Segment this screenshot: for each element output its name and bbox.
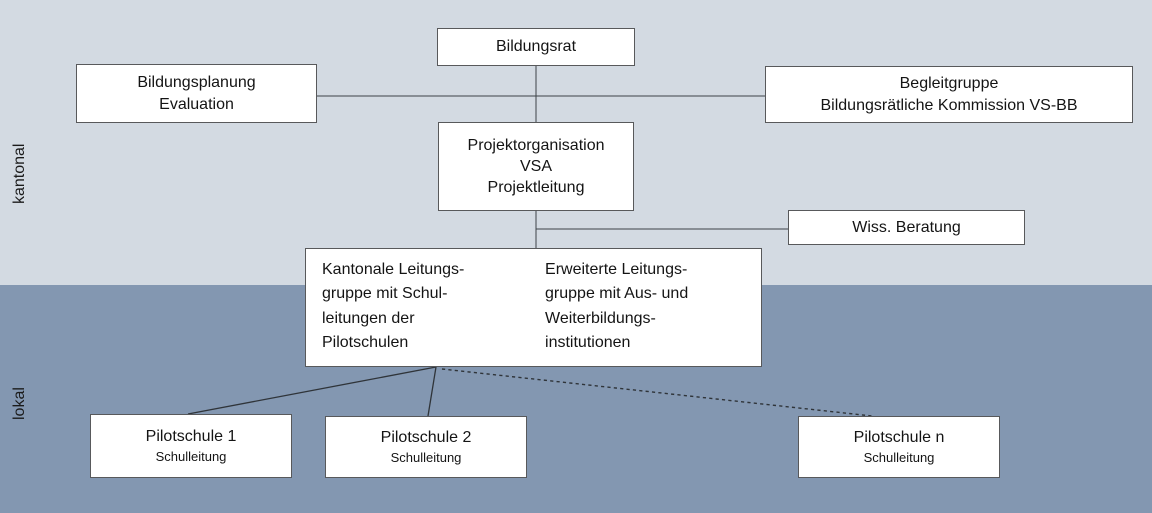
- node-erweiterte-leitungsgruppe-line-1: Erweiterte Leitungs-: [545, 261, 688, 278]
- edge-leitungsgruppe-to-pilotschule-1: [187, 366, 437, 415]
- edge-leitungsgruppe-to-pilotschule-n: [441, 368, 873, 417]
- node-pilotschule-1-title: Pilotschule 1: [145, 428, 237, 446]
- node-kantonale-leitungsgruppe-line-4: Pilotschulen: [322, 333, 409, 351]
- node-bildungsplanung-line-2: Evaluation: [159, 95, 234, 113]
- node-erweiterte-leitungsgruppe-line-3: Weiterbildungs-: [545, 309, 656, 327]
- node-kantonale-leitungsgruppe-line-2: gruppe mit Schul-: [322, 285, 448, 303]
- node-begleitgruppe-line-2: Bildungsrätliche Kommission VS-BB: [820, 96, 1078, 114]
- node-pilotschule-1-subtitle: Schulleitung: [155, 449, 227, 465]
- node-erweiterte-leitungsgruppe-line-2: gruppe mit Aus- und: [545, 285, 689, 303]
- node-pilotschule-1[interactable]: Pilotschule 1 Schulleitung: [90, 414, 292, 478]
- node-pilotschule-n[interactable]: Pilotschule n Schulleitung: [798, 416, 1000, 478]
- node-bildungsrat-line-1: Bildungsrat: [495, 38, 577, 56]
- node-kantonale-leitungsgruppe[interactable]: Kantonale Leitungs- gruppe mit Schul- le…: [306, 249, 529, 355]
- node-kantonale-leitungsgruppe-line-1: Kantonale Leitungs-: [322, 261, 465, 278]
- node-projektorganisation[interactable]: Projektorganisation VSA Projektleitung: [438, 122, 634, 211]
- node-begleitgruppe-line-1: Begleitgruppe: [899, 75, 999, 93]
- node-projektorganisation-line-3: Projektleitung: [487, 179, 585, 197]
- node-pilotschule-n-subtitle: Schulleitung: [863, 450, 935, 466]
- edge-leitungsgruppe-to-pilotschule-2: [427, 366, 437, 417]
- node-begleitgruppe[interactable]: Begleitgruppe Bildungsrätliche Kommissio…: [765, 66, 1133, 123]
- node-pilotschule-2-title: Pilotschule 2: [380, 429, 472, 447]
- node-bildungsrat[interactable]: Bildungsrat: [437, 28, 635, 66]
- node-pilotschule-n-title: Pilotschule n: [853, 429, 945, 447]
- node-wiss-beratung-line-1: Wiss. Beratung: [852, 218, 961, 236]
- node-pilotschule-2-subtitle: Schulleitung: [390, 450, 462, 466]
- node-bildungsplanung[interactable]: Bildungsplanung Evaluation: [76, 64, 317, 123]
- node-kantonale-leitungsgruppe-line-3: leitungen der: [322, 309, 415, 327]
- node-pilotschule-2[interactable]: Pilotschule 2 Schulleitung: [325, 416, 527, 478]
- node-leitungsgruppen[interactable]: Kantonale Leitungs- gruppe mit Schul- le…: [305, 248, 762, 367]
- node-projektorganisation-line-2: VSA: [519, 157, 552, 175]
- node-bildungsplanung-line-1: Bildungsplanung: [137, 74, 256, 92]
- node-erweiterte-leitungsgruppe[interactable]: Erweiterte Leitungs- gruppe mit Aus- und…: [529, 249, 761, 355]
- node-projektorganisation-line-1: Projektorganisation: [467, 136, 605, 154]
- node-wiss-beratung[interactable]: Wiss. Beratung: [788, 210, 1025, 245]
- node-erweiterte-leitungsgruppe-line-4: institutionen: [545, 333, 631, 351]
